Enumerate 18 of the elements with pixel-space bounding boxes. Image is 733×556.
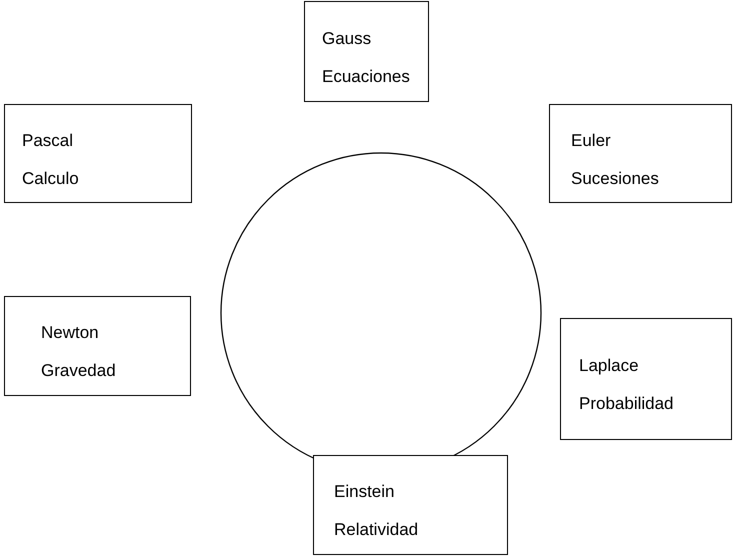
topic-label: Ecuaciones xyxy=(322,67,410,87)
text-box xyxy=(304,1,429,102)
text-box xyxy=(549,104,732,203)
text-box xyxy=(560,318,732,440)
text-box xyxy=(313,455,508,555)
name-label: Pascal xyxy=(22,131,74,151)
name-label: Laplace xyxy=(579,356,639,376)
name-label: Newton xyxy=(41,323,99,343)
topic-label: Gravedad xyxy=(41,361,116,381)
name-label: Einstein xyxy=(334,482,394,502)
text-box xyxy=(4,296,191,396)
topic-label: Sucesiones xyxy=(571,169,659,189)
topic-label: Relatividad xyxy=(334,520,418,540)
topic-label: Calculo xyxy=(22,169,79,189)
name-label: Euler xyxy=(571,131,611,151)
topic-label: Probabilidad xyxy=(579,394,674,414)
text-box xyxy=(4,104,192,203)
name-label: Gauss xyxy=(322,29,372,49)
